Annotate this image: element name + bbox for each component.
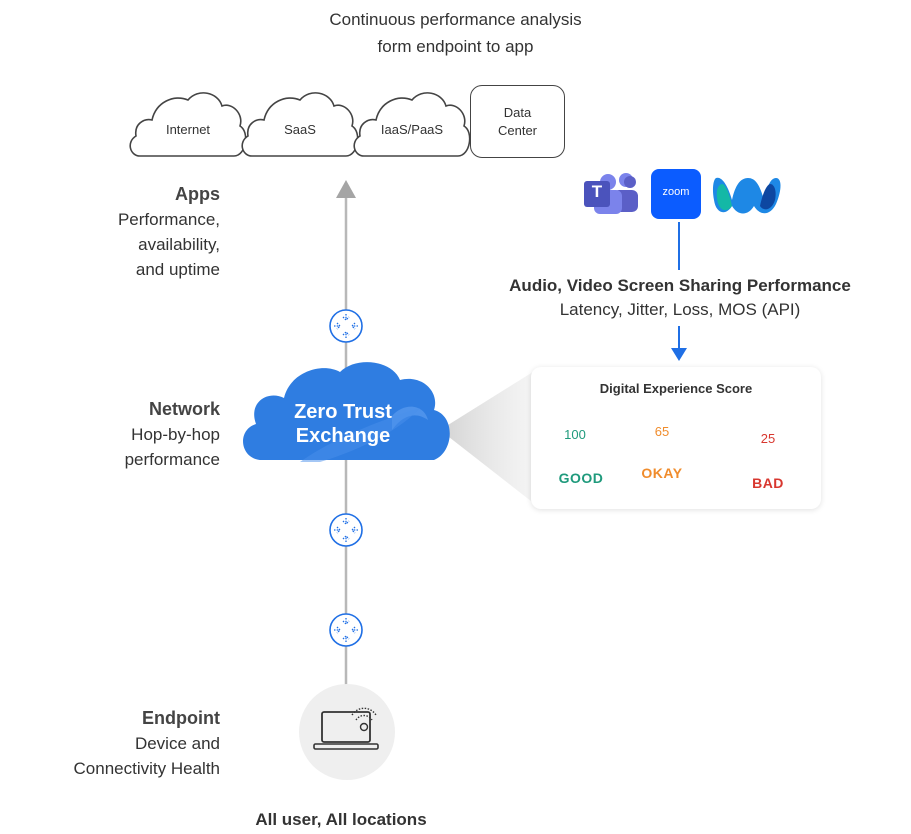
apps-title: Apps	[175, 184, 220, 204]
teams-icon	[584, 173, 638, 214]
endpoint-layer-label: Endpoint Device and Connectivity Health	[20, 706, 220, 781]
score-wedge	[440, 370, 536, 505]
internet-cloud	[129, 92, 247, 157]
title-line-2: form endpoint to app	[377, 37, 534, 56]
network-line-1: Hop-by-hop	[131, 425, 220, 444]
experience-score-card: Digital Experience Score	[531, 367, 821, 509]
zoom-icon	[651, 169, 701, 219]
endpoint-title: Endpoint	[142, 708, 220, 728]
score-status-good: GOOD	[558, 470, 604, 486]
footer-label: All user, All locations	[255, 810, 427, 829]
hop-node-icon	[329, 309, 363, 343]
title-line-1: Continuous performance analysis	[329, 10, 582, 29]
saas-label: SaaS	[284, 122, 316, 137]
score-value-okay: 65	[654, 424, 670, 439]
diagram-title: Continuous performance analysis form end…	[0, 6, 911, 60]
score-card-title: Digital Experience Score	[599, 381, 753, 396]
zero-trust-exchange-cloud	[243, 362, 450, 462]
apps-layer-label: Apps Performance, availability, and upti…	[20, 182, 220, 282]
exchange-line-2: Exchange	[295, 425, 391, 447]
score-status-okay: OKAY	[641, 465, 683, 481]
apps-line-1: Performance,	[117, 210, 220, 229]
endpoint-line-1: Device and	[134, 734, 220, 753]
teams-letter: T	[591, 182, 603, 201]
zoom-label: zoom	[662, 186, 690, 198]
hop-node-icon	[329, 513, 363, 547]
internet-label: Internet	[165, 122, 211, 137]
audio-subtitle: Latency, Jitter, Loss, MOS (API)	[559, 300, 801, 319]
exchange-line-1: Zero Trust	[294, 401, 392, 423]
endpoint-line-2: Connectivity Health	[73, 759, 220, 778]
saas-cloud	[241, 92, 359, 157]
iaas-paas-cloud	[353, 92, 471, 157]
up-arrow-icon	[336, 180, 356, 198]
iaas-paas-label: IaaS/PaaS	[380, 122, 444, 137]
down-arrow-icon	[671, 348, 687, 361]
score-value-bad: 25	[760, 431, 776, 446]
apps-line-2: availability,	[138, 235, 220, 254]
network-line-2: performance	[124, 450, 220, 469]
network-title: Network	[148, 399, 220, 419]
hop-node-icon	[329, 613, 363, 647]
apps-line-3: and uptime	[135, 260, 220, 279]
audio-title: Audio, Video Screen Sharing Performance	[509, 276, 851, 295]
score-status-bad: BAD	[752, 475, 784, 491]
score-value-good: 100	[564, 427, 586, 442]
network-layer-label: Network Hop-by-hop performance	[20, 397, 220, 472]
data-center-label-1: Data	[503, 104, 532, 120]
data-center-box: Data Center	[470, 85, 565, 158]
webex-icon	[712, 177, 781, 214]
zero-trust-exchange-label: Zero Trust Exchange	[258, 400, 428, 448]
laptop-icon	[299, 684, 395, 780]
data-center-label-2: Center	[497, 122, 538, 138]
